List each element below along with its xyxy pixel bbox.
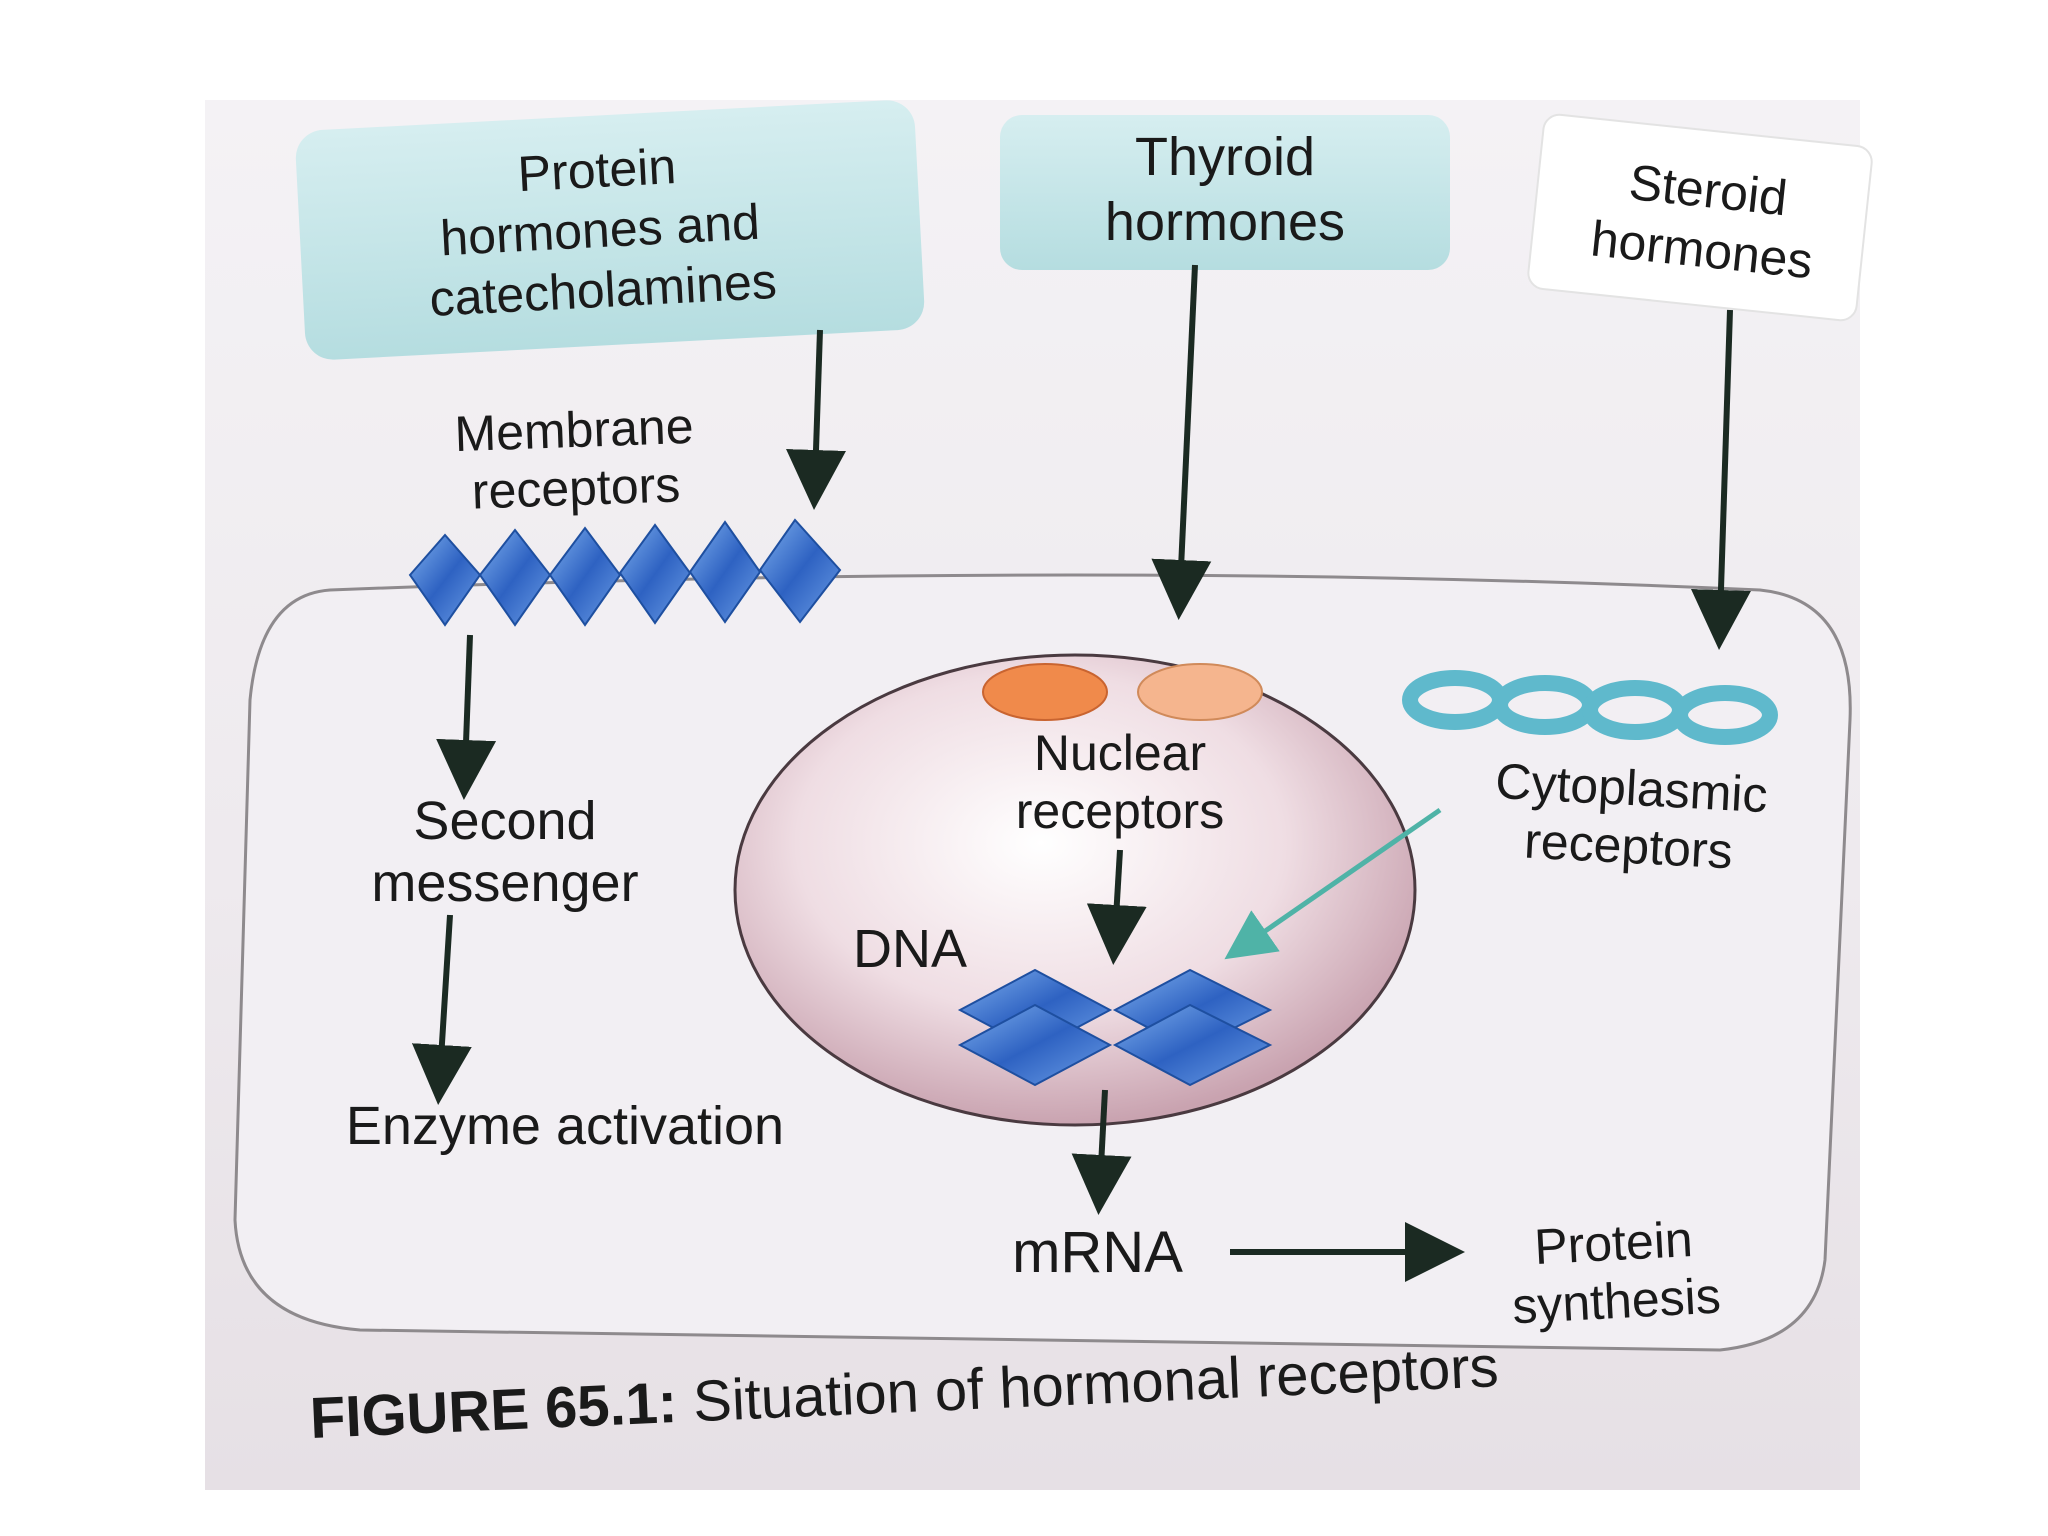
protein-hormones-box	[295, 100, 925, 360]
thyroid-hormones-label: Thyroid hormones	[1104, 127, 1346, 252]
cytoplasmic-receptors-label: Cytoplasmic receptors	[1494, 752, 1769, 879]
mrna-label: mRNA	[1012, 1220, 1183, 1285]
arrow-nuclear-receptors-to-dna	[1086, 849, 1147, 965]
nuclear-receptors-icon	[982, 663, 1263, 721]
second-messenger-label: Second messenger	[371, 791, 639, 914]
dna-icon	[957, 968, 1273, 1087]
cytoplasmic-receptors-icon	[1402, 670, 1778, 745]
membrane-receptors-label: Membrane receptors	[453, 397, 695, 520]
arrow-membrane-to-second-messenger	[436, 634, 497, 800]
arrow-protein-to-membrane	[786, 329, 846, 510]
membrane-receptors-icon	[408, 518, 842, 627]
thyroid-hormones-box	[1000, 115, 1450, 270]
protein-hormones-label: Protein hormones and catecholamines	[428, 137, 779, 327]
steroid-hormones-box	[1527, 113, 1873, 322]
nuclear-receptors-label: Nuclear receptors	[1015, 725, 1225, 839]
arrow-cytoplasmic-to-dna	[1224, 807, 1442, 960]
arrow-dna-to-mrna	[1071, 1089, 1132, 1215]
protein-synthesis-label: Protein synthesis	[1510, 1210, 1723, 1334]
arrow-thyroid-to-nucleus	[1151, 264, 1212, 620]
arrow-second-messenger-to-enzyme	[411, 914, 472, 1105]
dna-label: DNA	[852, 919, 967, 979]
enzyme-activation-label: Enzyme activation	[345, 1096, 785, 1156]
arrow-steroid-to-cytoplasm	[1690, 309, 1751, 650]
